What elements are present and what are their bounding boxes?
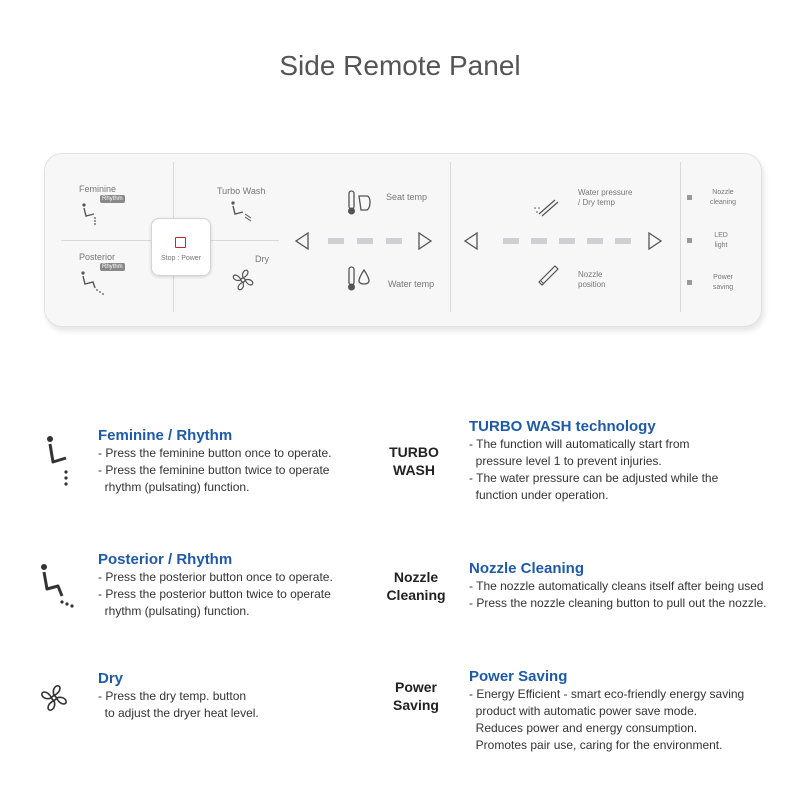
water-pressure-icon bbox=[534, 199, 559, 217]
turbo-wash-label: Turbo Wash bbox=[217, 186, 266, 196]
feminine-icon bbox=[47, 436, 68, 486]
level-indicator bbox=[531, 238, 547, 244]
stop-power-button[interactable]: Stop : Power bbox=[151, 218, 211, 276]
rhythm-badge: Rhythm bbox=[100, 263, 125, 271]
right-arrow-icon[interactable] bbox=[417, 232, 433, 250]
divider bbox=[61, 240, 151, 241]
feminine-description: - Press the feminine button once to oper… bbox=[98, 446, 332, 494]
left-arrow-icon[interactable] bbox=[294, 232, 310, 250]
turbo-wash-label: TURBO WASH bbox=[389, 444, 439, 478]
feminine-label: Feminine bbox=[79, 184, 117, 194]
turbo-wash-description: - The function will automatically start … bbox=[469, 437, 719, 502]
level-indicator bbox=[328, 238, 344, 244]
nozzle-cleaning-label: Nozzle cleaning bbox=[709, 189, 737, 206]
water-temp-label: Water temp bbox=[388, 279, 435, 289]
dry-title: Dry bbox=[98, 670, 124, 687]
water-temp-icon bbox=[348, 266, 370, 291]
power-saving-label: Power Saving bbox=[393, 679, 439, 713]
posterior-title: Posterior / Rhythm bbox=[98, 551, 233, 568]
nozzle-cleaning-label: Nozzle Cleaning bbox=[386, 569, 446, 603]
dry-label: Dry bbox=[255, 254, 269, 264]
rhythm-badge: Rhythm bbox=[100, 195, 125, 203]
level-indicator bbox=[386, 238, 402, 244]
seat-temp-label: Seat temp bbox=[386, 192, 428, 202]
level-indicator bbox=[587, 238, 603, 244]
power-saving-label: Power saving bbox=[712, 274, 734, 291]
led-light-label: LED light bbox=[714, 232, 728, 249]
power-saving-title: Power Saving bbox=[469, 668, 568, 685]
posterior-icon bbox=[41, 564, 74, 608]
nozzle-cleaning-description: - The nozzle automatically cleans itself… bbox=[469, 579, 767, 610]
posterior-icon bbox=[81, 271, 104, 295]
divider bbox=[680, 162, 681, 312]
divider bbox=[450, 162, 451, 312]
left-arrow-icon[interactable] bbox=[463, 232, 479, 250]
water-pressure-label: Water pressure / Dry temp bbox=[578, 188, 633, 207]
level-indicator bbox=[615, 238, 631, 244]
page-title: Side Remote Panel bbox=[279, 50, 521, 81]
level-indicator bbox=[503, 238, 519, 244]
turbo-wash-title: TURBO WASH technology bbox=[469, 418, 656, 435]
level-indicator bbox=[357, 238, 373, 244]
nozzle-position-label: Nozzle position bbox=[578, 270, 606, 289]
level-indicator bbox=[559, 238, 575, 244]
dry-description: - Press the dry temp. button to adjust t… bbox=[98, 689, 259, 720]
dry-fan-icon bbox=[232, 269, 254, 291]
feminine-icon bbox=[82, 203, 96, 225]
nozzle-position-icon bbox=[538, 265, 559, 286]
nozzle-cleaning-title: Nozzle Cleaning bbox=[469, 560, 585, 577]
posterior-description: - Press the posterior button once to ope… bbox=[98, 570, 333, 618]
feminine-title: Feminine / Rhythm bbox=[98, 427, 233, 444]
dry-fan-icon bbox=[41, 685, 67, 711]
nozzle-cleaning-button[interactable] bbox=[687, 195, 692, 200]
stop-power-label: Stop : Power bbox=[160, 255, 202, 262]
divider bbox=[209, 240, 279, 241]
power-saving-description: - Energy Efficient - smart eco-friendly … bbox=[469, 687, 745, 752]
power-saving-button[interactable] bbox=[687, 280, 692, 285]
seat-temp-icon bbox=[348, 190, 371, 215]
right-arrow-icon[interactable] bbox=[647, 232, 663, 250]
posterior-label: Posterior bbox=[79, 252, 116, 262]
led-light-button[interactable] bbox=[687, 238, 692, 243]
stop-icon bbox=[175, 237, 186, 248]
turbo-wash-icon bbox=[231, 201, 252, 222]
remote-panel: Feminine Rhythm Posterior Rhythm Stop : … bbox=[44, 153, 762, 327]
